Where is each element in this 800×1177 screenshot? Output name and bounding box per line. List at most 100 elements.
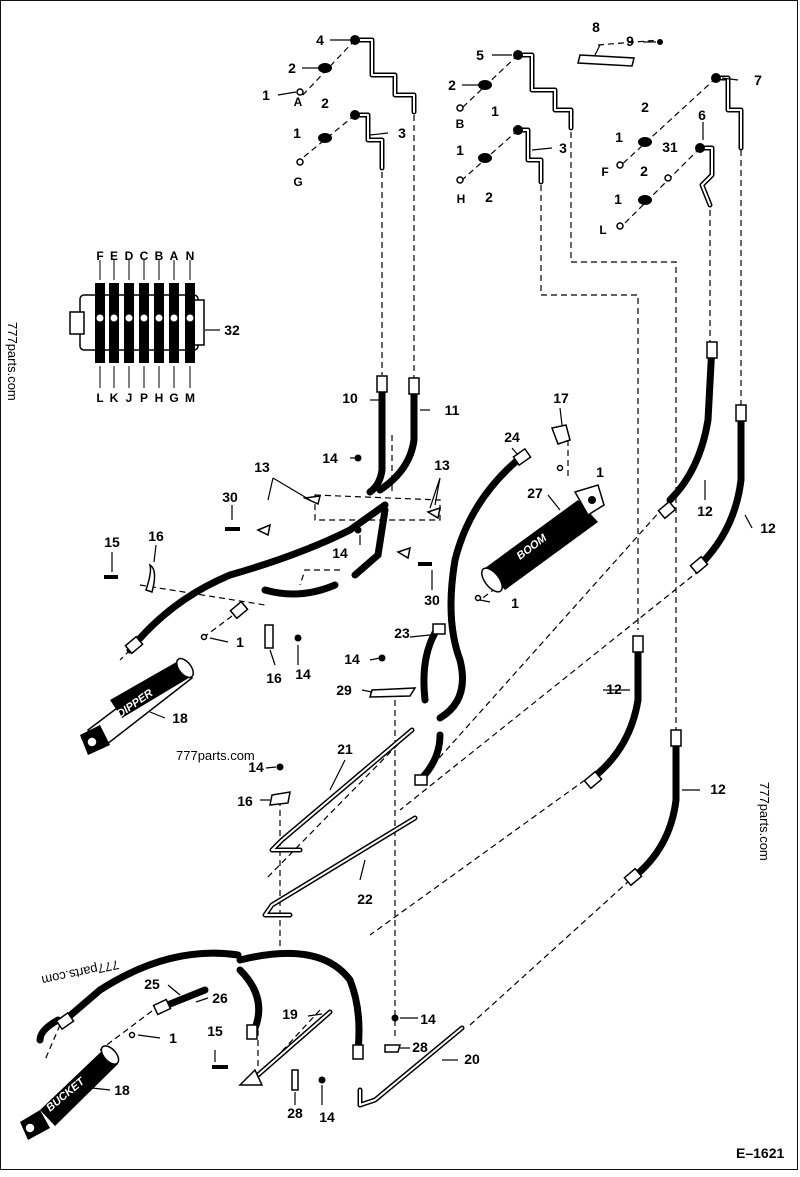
dashed-connection-lines <box>44 39 742 1076</box>
bucket-cylinder: BUCKET <box>20 1045 120 1140</box>
valve-spool <box>95 283 105 363</box>
callout-number: 1 <box>236 634 244 650</box>
leader-lines <box>91 39 753 1105</box>
callout-number: 20 <box>464 1051 480 1067</box>
callout-number: 4 <box>316 32 324 48</box>
callout-number: 1 <box>615 129 623 145</box>
callout-number: 2 <box>641 99 649 115</box>
callout-number: 1 <box>293 125 301 141</box>
valve-bottom-letter: H <box>155 391 164 405</box>
port-letter: L <box>599 223 606 237</box>
valve-top-letter: N <box>186 249 195 263</box>
callout-number: 1 <box>596 464 604 480</box>
valve-spool <box>185 283 195 363</box>
callout-number: 12 <box>710 781 726 797</box>
callout-number: 25 <box>144 976 160 992</box>
hose-fittings <box>55 341 747 1060</box>
callout-number: 1 <box>262 87 270 103</box>
callout-number: 1 <box>511 595 519 611</box>
callout-number: 19 <box>282 1006 298 1022</box>
rigid-tubes-top <box>352 37 744 208</box>
callout-number: 30 <box>222 489 238 505</box>
callout-number: 14 <box>322 450 338 466</box>
callout-number: 9 <box>626 33 634 49</box>
callout-number: 7 <box>754 72 762 88</box>
callout-number: 2 <box>288 60 296 76</box>
valve-port <box>169 313 179 323</box>
callout-number: 24 <box>504 429 520 445</box>
drawing-code: E–1621 <box>736 1145 784 1161</box>
callout-number: 3 <box>559 140 567 156</box>
dipper-cylinder: DIPPER <box>80 657 195 755</box>
callout-number: 27 <box>527 485 543 501</box>
port-letter: A <box>294 95 303 109</box>
callout-number: 14 <box>248 759 264 775</box>
callout-number: 3 <box>398 125 406 141</box>
port-letter: F <box>601 165 608 179</box>
callout-number: 2 <box>485 189 493 205</box>
rigid-tubes-bottom <box>255 727 465 1108</box>
callout-number: 1 <box>456 142 464 158</box>
callout-number: 31 <box>662 139 678 155</box>
callout-number: 8 <box>592 19 600 35</box>
callout-number: 16 <box>148 528 164 544</box>
callout-number: 1 <box>169 1030 177 1046</box>
valve-spool <box>169 283 179 363</box>
callout-number: 11 <box>445 402 460 418</box>
callout-number: 12 <box>760 520 776 536</box>
valve-port <box>154 313 164 323</box>
callout-number: 18 <box>114 1082 130 1098</box>
valve-port <box>95 313 105 323</box>
callout-number: 28 <box>412 1039 428 1055</box>
callout-number: 1 <box>491 103 499 119</box>
callout-number: 14 <box>420 1011 436 1027</box>
callout-number: 2 <box>640 163 648 179</box>
watermarks: 777parts.com 777parts.com 777parts.com 7… <box>5 322 772 988</box>
callout-number: 2 <box>321 95 329 111</box>
watermark-right: 777parts.com <box>757 782 772 861</box>
valve-top-letter: E <box>110 249 118 263</box>
callout-number: 10 <box>342 390 358 406</box>
callout-number: 13 <box>434 457 450 473</box>
callout-number: 23 <box>394 625 410 641</box>
valve-top-letter: C <box>140 249 149 263</box>
valve-port <box>109 313 119 323</box>
callout-number: 13 <box>254 459 270 475</box>
valve-spool <box>109 283 119 363</box>
callout-number: 1 <box>614 191 622 207</box>
callout-number: 32 <box>224 322 240 338</box>
callout-number: 16 <box>266 670 282 686</box>
callout-number: 16 <box>237 793 253 809</box>
valve-spool <box>139 283 149 363</box>
valve-port <box>139 313 149 323</box>
callout-number: 14 <box>344 651 360 667</box>
port-letter: B <box>456 117 465 131</box>
callout-number: 15 <box>104 534 120 550</box>
clamps-bolts <box>104 424 571 1091</box>
boom-cylinder: BOOM <box>481 484 605 593</box>
valve-bottom-letter: K <box>110 391 119 405</box>
callout-number: 12 <box>697 503 713 519</box>
valve-top-letter: D <box>125 249 134 263</box>
valve-bottom-letter: L <box>96 391 103 405</box>
callout-number: 26 <box>212 990 228 1006</box>
valve-spool <box>124 283 134 363</box>
valve-spool <box>154 283 164 363</box>
valve-bottom-letter: P <box>140 391 148 405</box>
valve-top-letter: A <box>170 249 179 263</box>
callout-number: 5 <box>476 47 484 63</box>
callout-number: 15 <box>207 1023 223 1039</box>
callout-number: 29 <box>336 682 352 698</box>
valve-top-letter: F <box>96 249 103 263</box>
callout-number: 17 <box>553 390 569 406</box>
watermark-center: 777parts.com <box>176 748 255 763</box>
callout-number: 14 <box>319 1109 335 1125</box>
callout-number: 6 <box>698 107 706 123</box>
valve-bottom-letter: G <box>169 391 178 405</box>
valve-top-letter: B <box>155 249 164 263</box>
valve-port <box>185 313 195 323</box>
